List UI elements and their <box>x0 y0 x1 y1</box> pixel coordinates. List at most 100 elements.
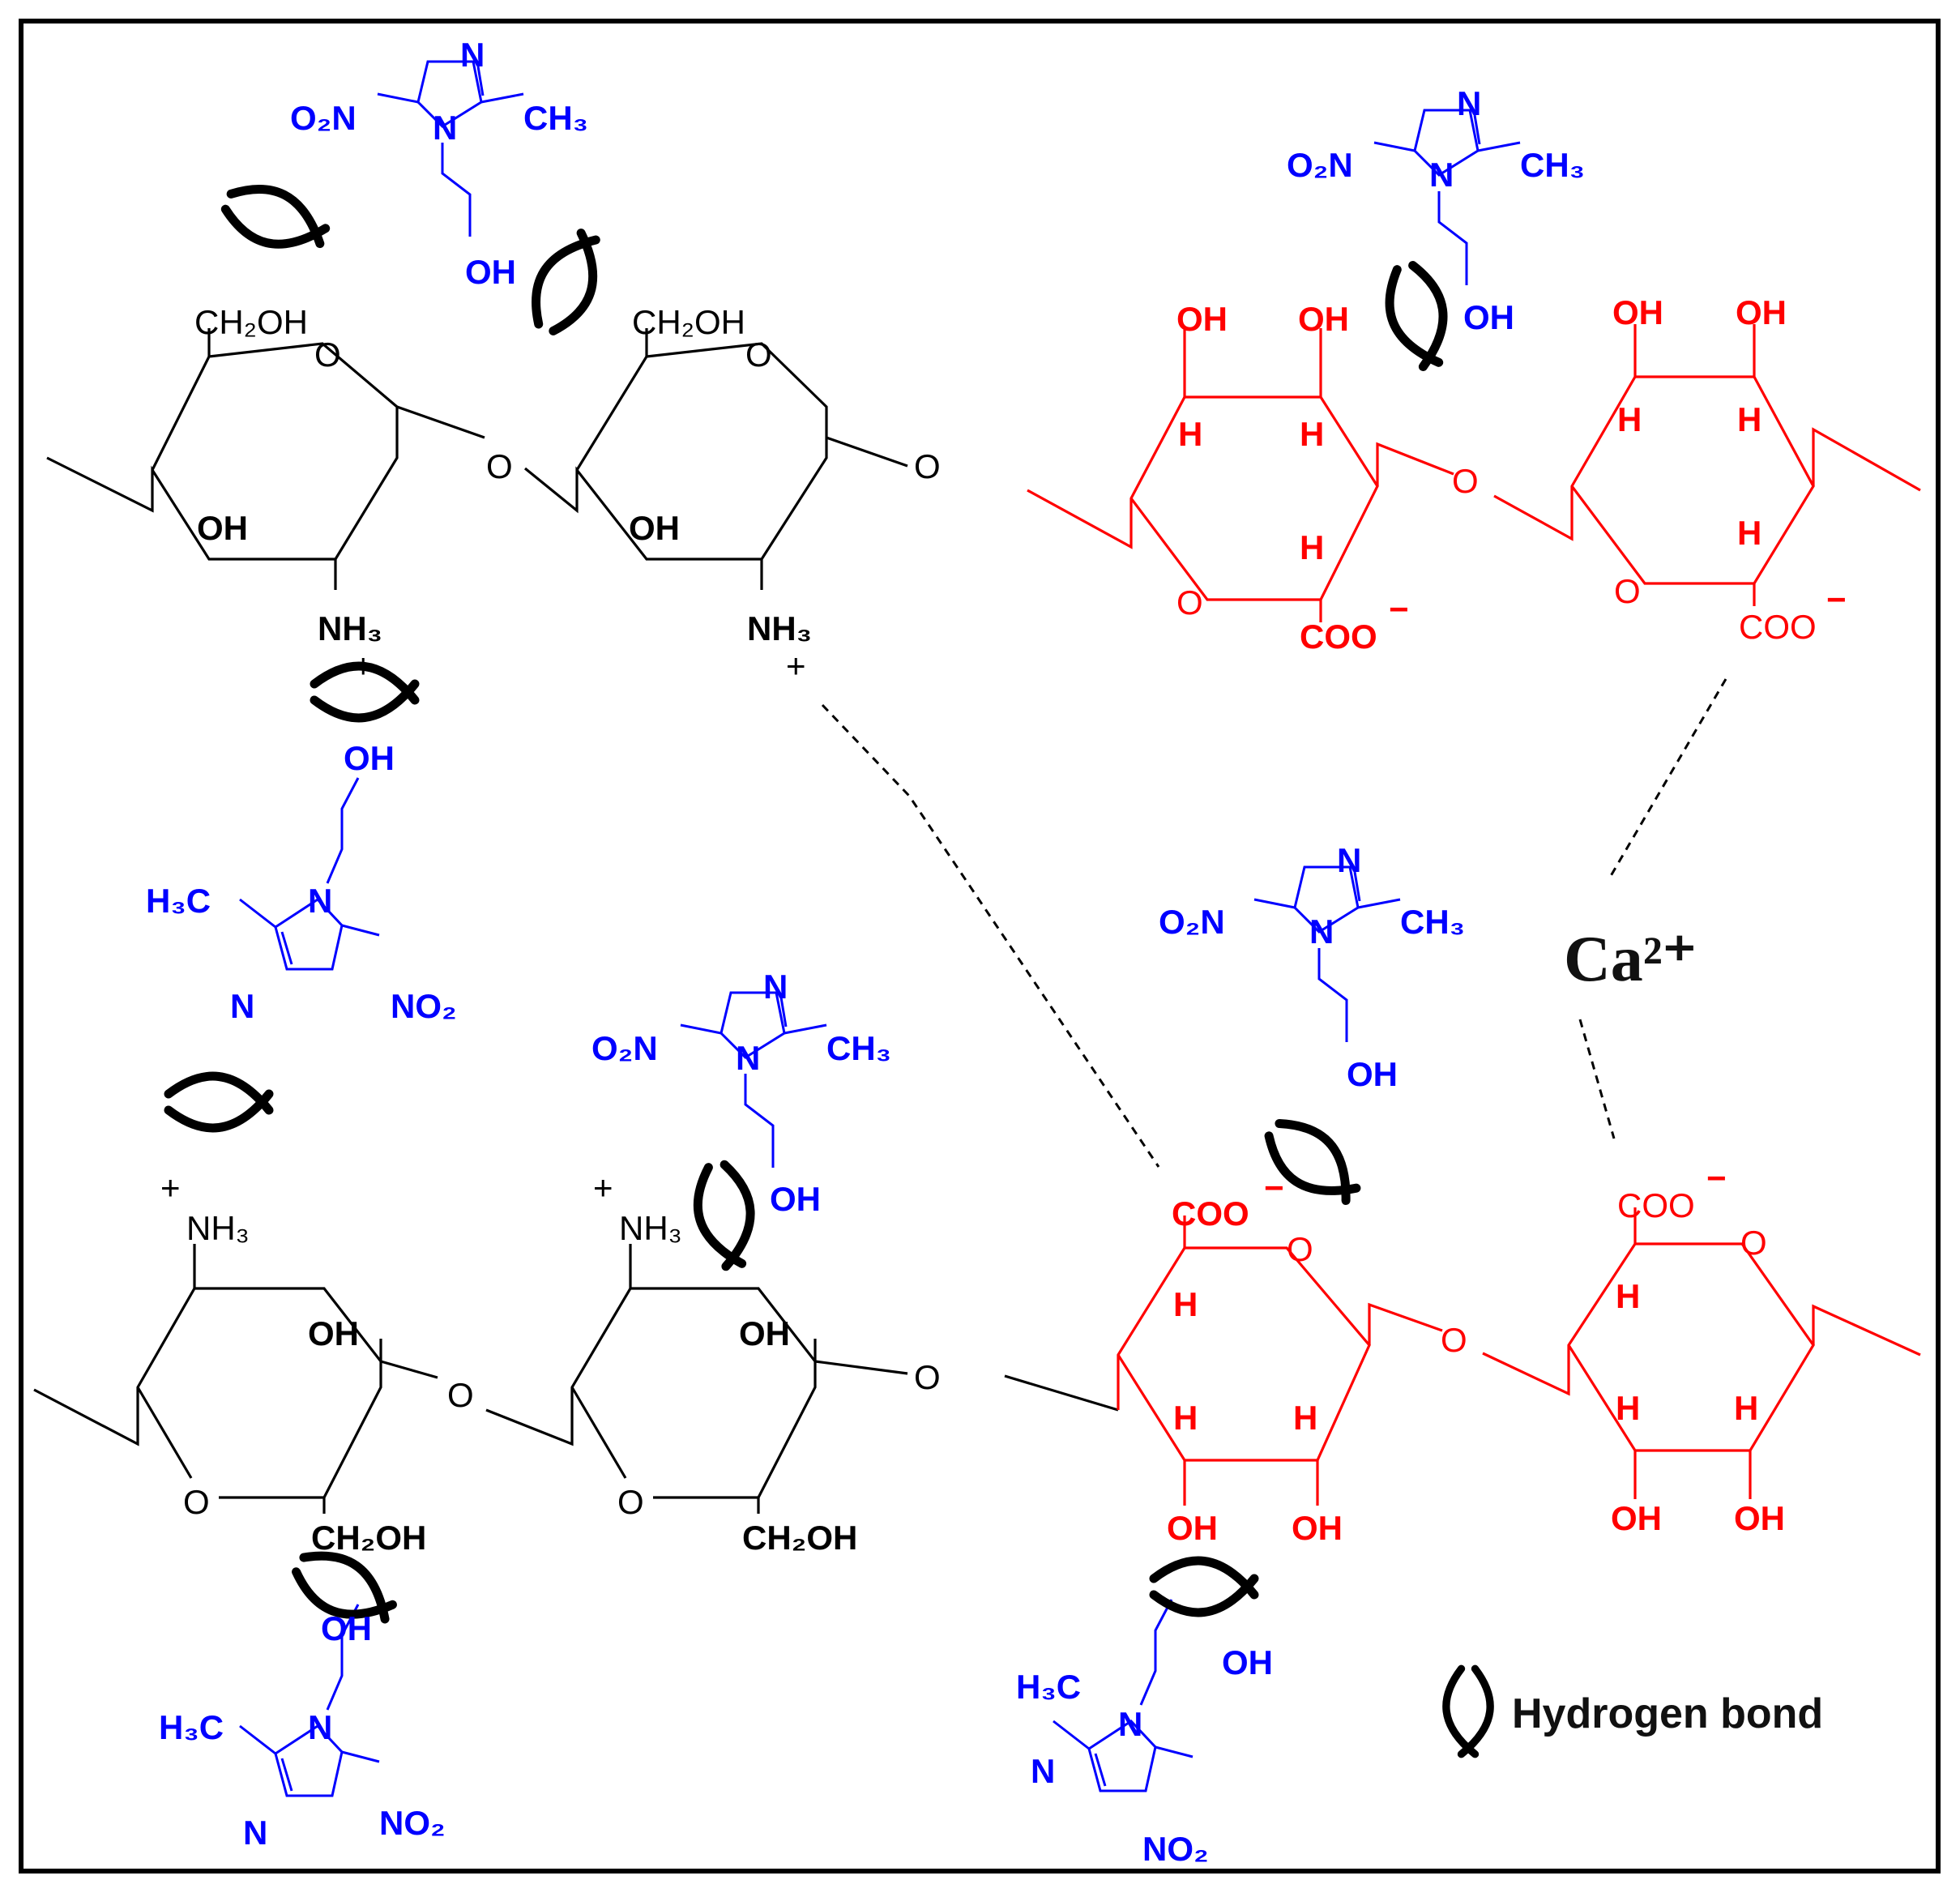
label-o-terminal: O <box>914 1358 941 1396</box>
chitosan-top-labels: CH₂OH O OH NH₃ + O CH₂OH O OH NH₃ + O <box>194 303 941 685</box>
label-h3c: H₃C <box>146 882 211 920</box>
label-ch3: CH₃ <box>1400 903 1465 941</box>
label-o-glycosidic: O <box>447 1376 474 1414</box>
label-o2n: O₂N <box>591 1029 658 1067</box>
ionic-interaction-line-calcium-lower <box>1578 1019 1616 1139</box>
label-ch3: CH₃ <box>523 99 588 137</box>
label-h: H <box>1300 415 1324 453</box>
ionic-interaction-line-calcium-upper <box>1607 678 1727 881</box>
label-o-glycosidic: O <box>1441 1321 1467 1359</box>
label-coo: COO <box>1617 1186 1695 1224</box>
label-ch2oh: CH₂OH <box>742 1519 857 1557</box>
drug-molecule-3 <box>1253 865 1402 1044</box>
label-n: N <box>1118 1705 1142 1743</box>
label-o-terminal: O <box>914 447 941 485</box>
label-nh3: NH₃ <box>186 1209 250 1247</box>
label-nh3: NH₃ <box>619 1209 682 1247</box>
hydrogen-bond-icon <box>220 177 331 260</box>
alginate-bottom-labels: COO − O H O H H OH OH COO − O H H H OH O… <box>1167 1159 1785 1547</box>
label-nh3: NH₃ <box>318 609 382 647</box>
label-oh: OH <box>197 509 248 547</box>
label-o2n: O₂N <box>1287 146 1353 184</box>
label-h: H <box>1616 1277 1640 1315</box>
label-oh: OH <box>465 253 516 291</box>
label-h: H <box>1737 400 1761 438</box>
label-no2: NO₂ <box>379 1804 446 1842</box>
hydrogen-bond-icon <box>169 1076 269 1128</box>
hydrogen-bond-icon <box>691 1161 759 1269</box>
label-no2: NO₂ <box>1142 1830 1209 1868</box>
label-oh: OH <box>1292 1509 1343 1547</box>
label-ch3: CH₃ <box>826 1029 891 1067</box>
drug-molecule-5 <box>238 776 381 971</box>
calcium-ion-label: Ca²⁺ <box>1564 924 1697 995</box>
label-h3c: H₃C <box>1016 1668 1081 1706</box>
label-h: H <box>1616 1389 1640 1427</box>
legend: Hydrogen bond <box>1446 1668 1823 1754</box>
label-h: H <box>1617 400 1642 438</box>
label-minus: − <box>1264 1169 1284 1207</box>
label-o-ring: O <box>183 1483 210 1521</box>
label-o2n: O₂N <box>290 99 357 137</box>
label-n: N <box>433 109 457 147</box>
label-o-ring: O <box>1614 572 1641 610</box>
label-n: N <box>308 1708 332 1746</box>
label-oh: OH <box>1222 1643 1273 1681</box>
label-n: N <box>308 882 332 920</box>
alginate-chain-top <box>1027 324 1921 622</box>
label-h: H <box>1293 1399 1317 1437</box>
label-oh: OH <box>344 739 395 777</box>
label-minus: − <box>1389 590 1409 628</box>
label-oh: OH <box>1612 293 1663 331</box>
label-h: H <box>1173 1399 1198 1437</box>
label-o-ring: O <box>1740 1224 1767 1262</box>
label-n: N <box>460 36 485 74</box>
label-o-glycosidic: O <box>1452 462 1479 500</box>
label-oh: OH <box>629 509 680 547</box>
chitosan-chain-bottom <box>33 1244 908 1514</box>
label-n: N <box>230 987 254 1025</box>
label-h: H <box>1178 415 1202 453</box>
drug-labels: N CH₃ N O₂N OH N CH₃ N O₂N OH N CH₃ N O₂… <box>146 36 1585 1868</box>
label-n: N <box>1429 156 1454 194</box>
label-minus: − <box>1826 580 1847 618</box>
chitosan-bottom-labels: + NH₃ OH O O CH₂OH + NH₃ OH O O CH₂OH <box>160 1169 941 1557</box>
label-ch2oh: CH₂OH <box>632 303 745 341</box>
hydrogen-bond-icon <box>1154 1561 1254 1613</box>
drug-molecule-4 <box>679 991 828 1169</box>
label-oh: OH <box>770 1180 821 1218</box>
legend-label: Hydrogen bond <box>1512 1690 1823 1737</box>
label-n: N <box>736 1039 760 1077</box>
drug-molecule-2 <box>1373 109 1522 287</box>
diagram-frame <box>19 19 1941 1874</box>
label-oh: OH <box>1167 1509 1218 1547</box>
label-oh: OH <box>1347 1055 1398 1093</box>
label-h3c: H₃C <box>159 1708 224 1746</box>
chitosan-chain-top <box>46 328 908 590</box>
alginate-top-labels: OH OH H H H O COO − O OH OH H H H O COO … <box>1176 293 1847 656</box>
label-oh: OH <box>739 1314 790 1352</box>
label-o2n: O₂N <box>1159 903 1225 941</box>
label-plus: + <box>160 1169 181 1207</box>
label-nh3: NH₃ <box>747 609 812 647</box>
drug-molecule-1 <box>376 60 525 238</box>
label-coo: COO <box>1300 617 1377 656</box>
label-o-ring: O <box>1176 583 1203 622</box>
label-o-ring: O <box>617 1483 644 1521</box>
label-o-ring: O <box>1287 1230 1313 1268</box>
label-no2: NO₂ <box>391 987 457 1025</box>
label-plus: + <box>786 647 806 685</box>
label-coo: COO <box>1172 1194 1249 1233</box>
alginate-chain-bottom <box>1004 1207 1921 1506</box>
label-o-ring: O <box>314 335 341 374</box>
label-ch2oh: CH₂OH <box>311 1519 426 1557</box>
ionic-interaction-line-ammonium <box>821 703 1160 1168</box>
hydrogen-bond-icon <box>523 225 612 338</box>
label-n: N <box>1031 1752 1055 1790</box>
hydrogen-bond-icon <box>1380 261 1456 371</box>
label-h: H <box>1173 1285 1198 1323</box>
label-oh: OH <box>1298 300 1349 338</box>
label-oh: OH <box>1611 1499 1662 1537</box>
label-o-glycosidic: O <box>486 447 513 485</box>
